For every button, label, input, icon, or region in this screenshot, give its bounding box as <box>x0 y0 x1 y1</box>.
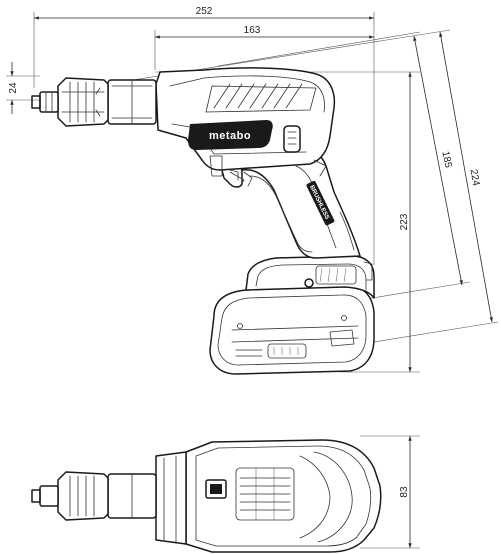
side-view-drill: BRUSHLESS metabo <box>31 67 375 375</box>
dim-185-line <box>413 35 463 286</box>
battery-pack <box>209 285 375 375</box>
motor-housing: metabo <box>155 67 336 187</box>
dim-224-label: 224 <box>468 168 482 187</box>
dim-163-label: 163 <box>244 25 261 36</box>
model-label-badge <box>306 180 335 226</box>
dim-185-label: 185 <box>439 150 453 169</box>
top-view-drill <box>31 439 382 553</box>
logo-badge <box>188 120 273 150</box>
brand-logo: metabo <box>209 130 251 142</box>
dim-252-label: 252 <box>196 6 213 17</box>
battery-mount <box>245 255 375 299</box>
dim-24-label: 24 <box>8 82 19 94</box>
nose-assembly <box>31 77 157 127</box>
dim-224-line <box>439 31 493 323</box>
dim-83-label: 83 <box>399 486 410 498</box>
dimension-lines: 252 163 24 223 185 224 83 <box>6 6 499 549</box>
dim-223-label: 223 <box>399 213 410 230</box>
handle: BRUSHLESS <box>241 147 361 259</box>
